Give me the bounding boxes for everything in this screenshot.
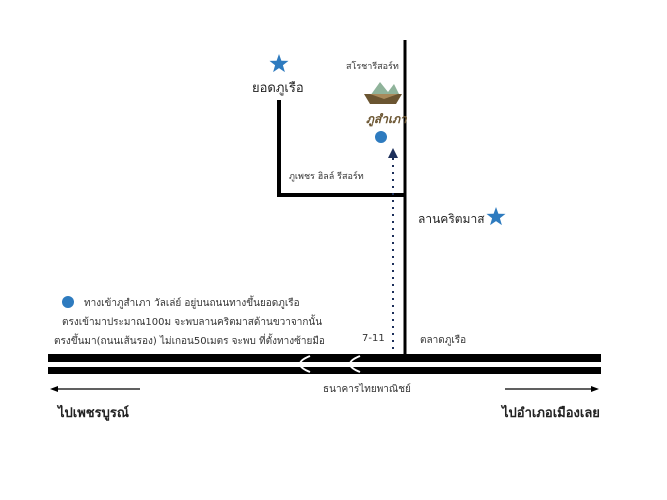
label-christmas-field: ลานคริตมาส bbox=[418, 212, 485, 226]
star-icon-christmas-field bbox=[486, 207, 506, 226]
label-peak: ยอดภูเรือ bbox=[252, 81, 304, 96]
label-phupetch-resort: ภูเพชร ฮิลล์ รีสอร์ท bbox=[289, 172, 364, 182]
label-to-mueang-loei: ไปอำเภอเมืองเลย bbox=[502, 406, 600, 421]
route-arrow-icon bbox=[388, 148, 398, 158]
arrow-right-icon bbox=[505, 386, 599, 392]
label-bank: ธนาคารไทยพาณิชย์ bbox=[323, 384, 411, 395]
highway bbox=[48, 354, 601, 374]
legend-dot-icon bbox=[62, 296, 74, 308]
label-to-phetchabun: ไปเพชรบูรณ์ bbox=[58, 406, 129, 421]
phu-sampao-logo bbox=[364, 82, 402, 104]
note-line-2: ตรงเข้ามาประมาณ100ม จะพบลานคริตมาสด้านขว… bbox=[62, 317, 323, 328]
label-saroja-resort: สโรชารีสอร์ท bbox=[346, 62, 399, 72]
label-seven-eleven: 7-11 bbox=[362, 333, 385, 344]
road-to-peak bbox=[277, 100, 405, 197]
note-line-3: ตรงขึ้นมา(ถนนเส้นรอง) ไม่เกอน50เมตร จะพบ… bbox=[54, 336, 325, 347]
arrow-left-icon bbox=[50, 386, 140, 392]
star-icon-peak bbox=[269, 54, 289, 73]
logo-text: ภูสำเภา bbox=[366, 112, 407, 126]
label-market: ตลาดภูเรือ bbox=[420, 335, 467, 346]
note-line-1: ทางเข้าภูสำเภา วัลเล่ย์ อยู่บนถนนทางขึ้น… bbox=[84, 298, 300, 309]
location-dot-icon bbox=[375, 131, 387, 143]
